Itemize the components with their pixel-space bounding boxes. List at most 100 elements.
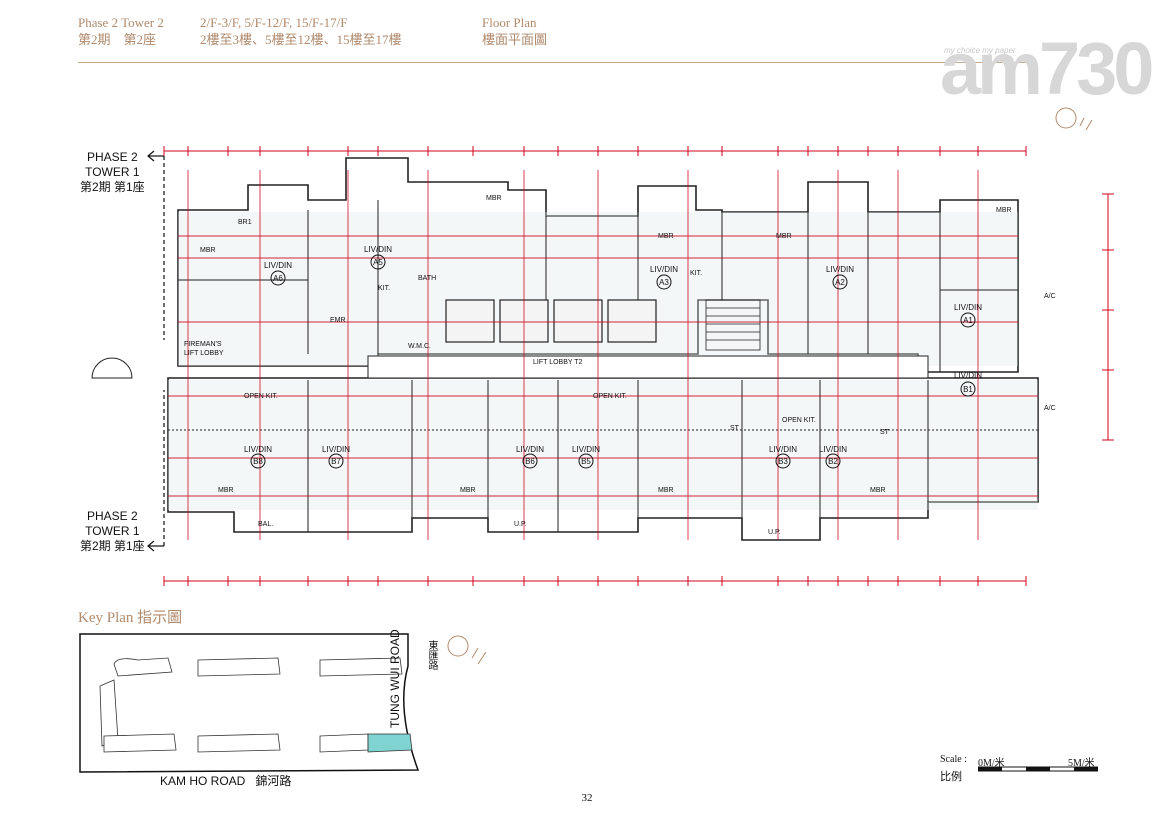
key-plan-map bbox=[79, 633, 420, 773]
unit-marker-b6 bbox=[522, 453, 538, 469]
floors-label: 2/F-3/F, 5/F-12/F, 15/F-17/F 2樓至3樓、5樓至12… bbox=[200, 14, 402, 48]
emr-label: EMR bbox=[330, 317, 346, 324]
floors-en: 2/F-3/F, 5/F-12/F, 15/F-17/F bbox=[200, 15, 348, 30]
neighbor-arrow-bottom-icon bbox=[147, 390, 165, 552]
room-label-openkit-b8: OPEN KIT. bbox=[244, 393, 278, 400]
unit-marker-a2 bbox=[832, 274, 848, 290]
unit-a5-label: A5 bbox=[373, 258, 383, 267]
room-label-mbr-a1: MBR bbox=[996, 207, 1012, 214]
lift-shafts bbox=[445, 299, 657, 343]
neighbor-top-line1: PHASE 2 bbox=[86, 150, 138, 164]
unit-b5-label: B5 bbox=[581, 457, 591, 466]
unit-marker-b3 bbox=[775, 453, 791, 469]
room-label-openkit-b3: OPEN KIT. bbox=[782, 417, 816, 424]
room-label-mbr-a2: MBR bbox=[776, 233, 792, 240]
unit-a2-label: A2 bbox=[835, 278, 845, 287]
kam-ho-road-en: KAM HO ROAD bbox=[160, 774, 246, 788]
room-label-ac-a1: A/C bbox=[1044, 293, 1056, 300]
fireman-lobby-label-1: FIREMAN'S bbox=[184, 341, 222, 348]
phase-tower-en: Phase 2 Tower 2 bbox=[78, 15, 164, 30]
neighbor-bottom-line2: TOWER 1 bbox=[85, 524, 140, 538]
scale-label-zh: 比例 bbox=[940, 771, 962, 783]
room-label-mbr-b4: MBR bbox=[658, 487, 674, 494]
key-plan-towers bbox=[99, 657, 403, 753]
neighbor-tower-bottom: PHASE 2 TOWER 1 第2期 第1座 bbox=[80, 509, 145, 554]
top-dimension-line bbox=[163, 146, 1027, 156]
room-label-mbr-a3: MBR bbox=[658, 233, 674, 240]
unit-b2-label: B2 bbox=[828, 457, 838, 466]
room-label-liv-b1: LIV/DIN bbox=[954, 371, 982, 380]
neighbor-top-line2: TOWER 1 bbox=[85, 165, 140, 179]
unit-b1-label: B1 bbox=[963, 385, 973, 394]
unit-marker-b8 bbox=[250, 453, 266, 469]
staircase bbox=[705, 299, 761, 351]
header-divider bbox=[78, 62, 1033, 63]
fireman-lobby-label-2: LIFT LOBBY bbox=[184, 350, 224, 357]
unit-marker-a5 bbox=[370, 254, 386, 270]
room-label-ac-b1: A/C bbox=[1044, 405, 1056, 412]
floors-zh: 2樓至3樓、5樓至12樓、15樓至17樓 bbox=[200, 32, 402, 47]
entrance-canopy bbox=[91, 357, 133, 379]
highlighted-tower bbox=[367, 733, 413, 753]
neighbor-bottom-line1: PHASE 2 bbox=[86, 509, 138, 523]
unit-marker-b5 bbox=[578, 453, 594, 469]
unit-a3-label: A3 bbox=[659, 278, 669, 287]
room-label-mbr-b6: MBR bbox=[460, 487, 476, 494]
plan-type-label: Floor Plan 樓面平面圖 bbox=[482, 14, 547, 48]
scale-zero: 0M/米 bbox=[978, 758, 1005, 769]
scale-five: 5M/米 bbox=[1068, 758, 1095, 769]
unit-marker-b1 bbox=[960, 381, 976, 397]
kam-ho-road-label: KAM HO ROAD 錦河路 bbox=[160, 772, 291, 789]
neighbor-top-line3: 第2期 第1座 bbox=[80, 180, 145, 194]
room-label-mbr-a4: MBR bbox=[486, 195, 502, 202]
am730-watermark: am730 bbox=[940, 27, 1154, 110]
tung-wui-road-label: TUNG WUI ROAD bbox=[388, 629, 402, 728]
tung-wui-road-en: TUNG WUI ROAD bbox=[388, 629, 402, 728]
room-label-st-b1: ST bbox=[880, 429, 890, 436]
bottom-wing-fill bbox=[168, 380, 1038, 510]
unit-marker-a3 bbox=[656, 274, 672, 290]
kam-ho-road-zh: 錦河路 bbox=[255, 774, 292, 788]
key-plan-north-arrow-icon bbox=[447, 635, 487, 665]
room-label-bath-a5: BATH bbox=[418, 275, 436, 282]
room-label-br1-a6: BR1 bbox=[238, 219, 252, 226]
room-label-liv-b2: LIV/DIN bbox=[819, 445, 847, 454]
corridor bbox=[367, 355, 929, 379]
room-label-liv-a3: LIV/DIN bbox=[650, 265, 678, 274]
room-label-liv-b7: LIV/DIN bbox=[322, 445, 350, 454]
room-label-liv-b8: LIV/DIN bbox=[244, 445, 272, 454]
phase-tower-label: Phase 2 Tower 2 第2期 第2座 bbox=[78, 14, 164, 48]
floor-plan-drawing: LIV/DIN A6 LIV/DIN A5 LIV/DIN A3 LIV/DIN… bbox=[91, 146, 1114, 586]
room-label-up-b6: U.P. bbox=[514, 521, 527, 528]
phase-tower-zh: 第2期 第2座 bbox=[78, 32, 157, 47]
plan-type-en: Floor Plan bbox=[482, 15, 537, 30]
bottom-wing-partitions bbox=[168, 380, 1038, 540]
unit-marker-a6 bbox=[270, 270, 286, 286]
room-label-liv-b3: LIV/DIN bbox=[769, 445, 797, 454]
unit-b8-label: B8 bbox=[253, 457, 263, 466]
room-label-liv-a1: LIV/DIN bbox=[954, 303, 982, 312]
room-label-up-b3: U.P. bbox=[768, 529, 781, 536]
bottom-dimension-line bbox=[163, 576, 1027, 586]
unit-marker-b2 bbox=[825, 453, 841, 469]
unit-b7-label: B7 bbox=[331, 457, 341, 466]
am730-tagline: my choice my paper bbox=[944, 46, 1016, 55]
room-label-liv-a2: LIV/DIN bbox=[826, 265, 854, 274]
neighbor-bottom-line3: 第2期 第1座 bbox=[80, 539, 145, 553]
room-label-kit-a3: KIT. bbox=[690, 270, 702, 277]
unit-b3-label: B3 bbox=[778, 457, 788, 466]
neighbor-arrow-top-icon bbox=[147, 150, 165, 340]
unit-marker-a1 bbox=[960, 312, 976, 328]
lift-lobby-label: LIFT LOBBY T2 bbox=[533, 359, 583, 366]
room-label-liv-b6: LIV/DIN bbox=[516, 445, 544, 454]
room-label-st-b4: ST bbox=[730, 425, 740, 432]
north-arrow-icon bbox=[1055, 107, 1093, 131]
neighbor-tower-top: PHASE 2 TOWER 1 第2期 第1座 bbox=[80, 150, 145, 195]
room-label-mbr-a6: MBR bbox=[200, 247, 216, 254]
unit-a1-label: A1 bbox=[963, 316, 973, 325]
tung-wui-road-zh: 東匯路 bbox=[426, 640, 437, 670]
unit-a6-label: A6 bbox=[273, 274, 283, 283]
room-label-kit-a5: KIT. bbox=[378, 285, 390, 292]
room-label-mbr-b8: MBR bbox=[218, 487, 234, 494]
key-plan-title: Key Plan 指示圖 bbox=[78, 610, 183, 626]
